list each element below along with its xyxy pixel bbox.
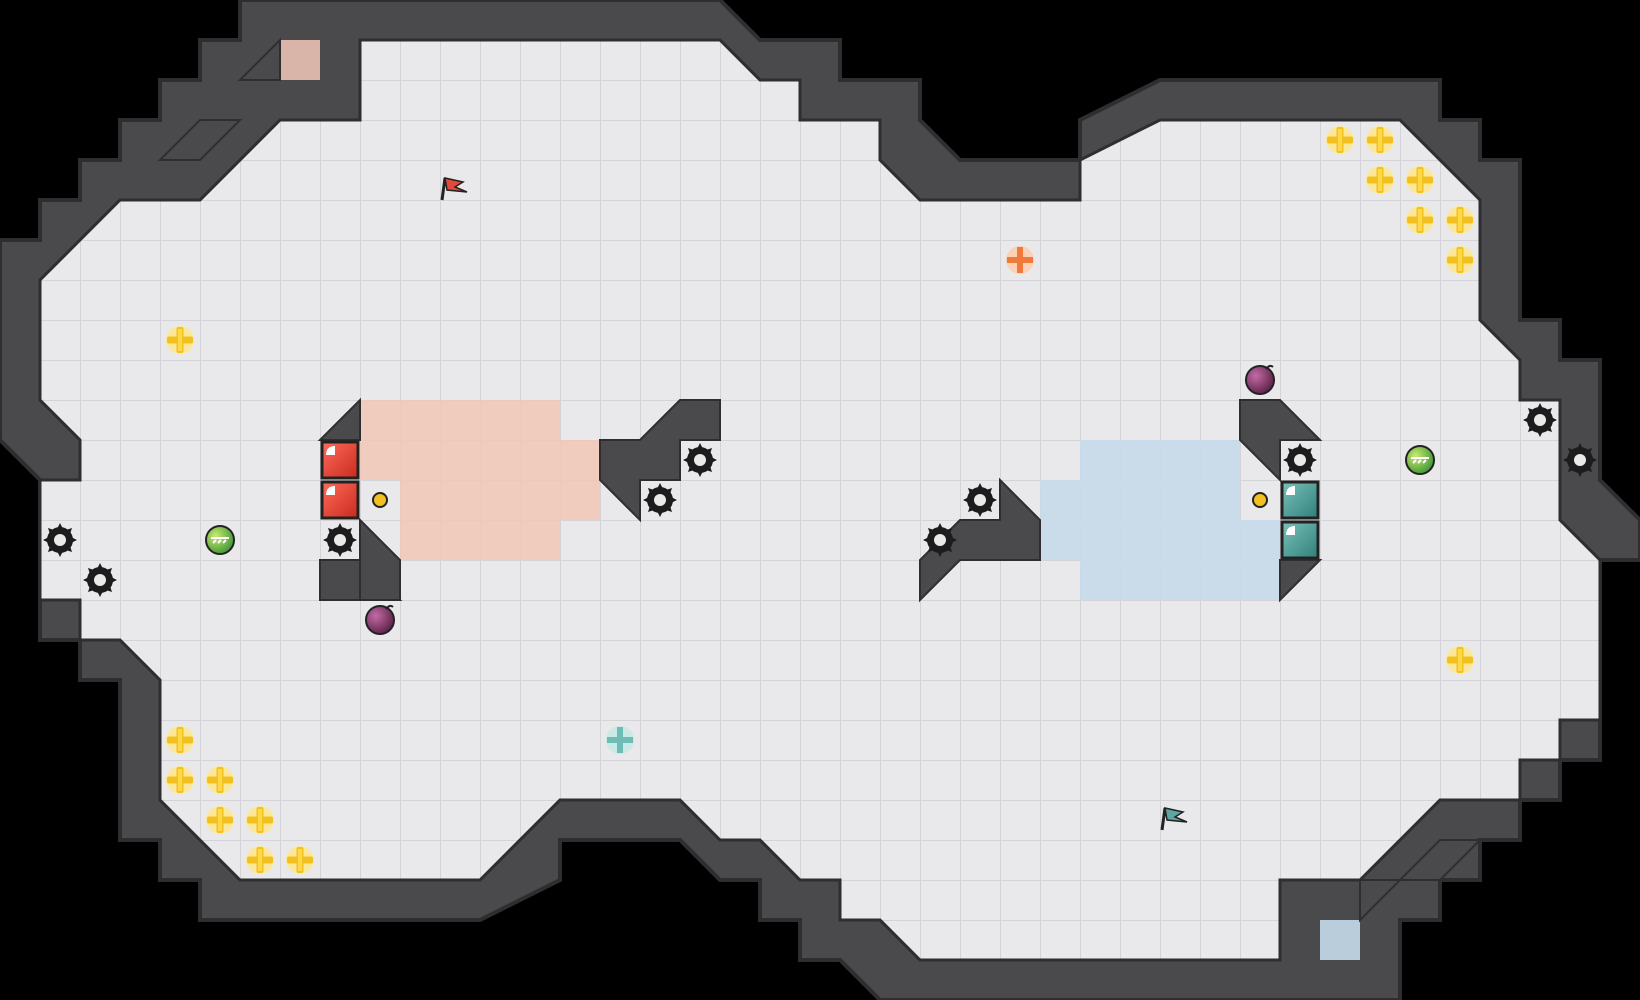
red-team-zone — [280, 40, 600, 560]
blue-gate-1 — [1280, 480, 1320, 520]
blue-gate-2 — [1280, 520, 1320, 560]
red-gate-button — [372, 492, 388, 508]
interior-walls — [157, 37, 1483, 923]
blue-team-zone — [1040, 440, 1360, 960]
blue-gate-button — [1252, 492, 1268, 508]
map-floor — [38, 38, 1602, 962]
red-gate-2 — [320, 480, 360, 520]
blue-flag-icon — [1160, 807, 1188, 831]
portal-icon — [1006, 246, 1034, 274]
portal-icon — [606, 726, 634, 754]
red-gate-1 — [320, 440, 360, 480]
red-flag-icon — [440, 177, 468, 201]
